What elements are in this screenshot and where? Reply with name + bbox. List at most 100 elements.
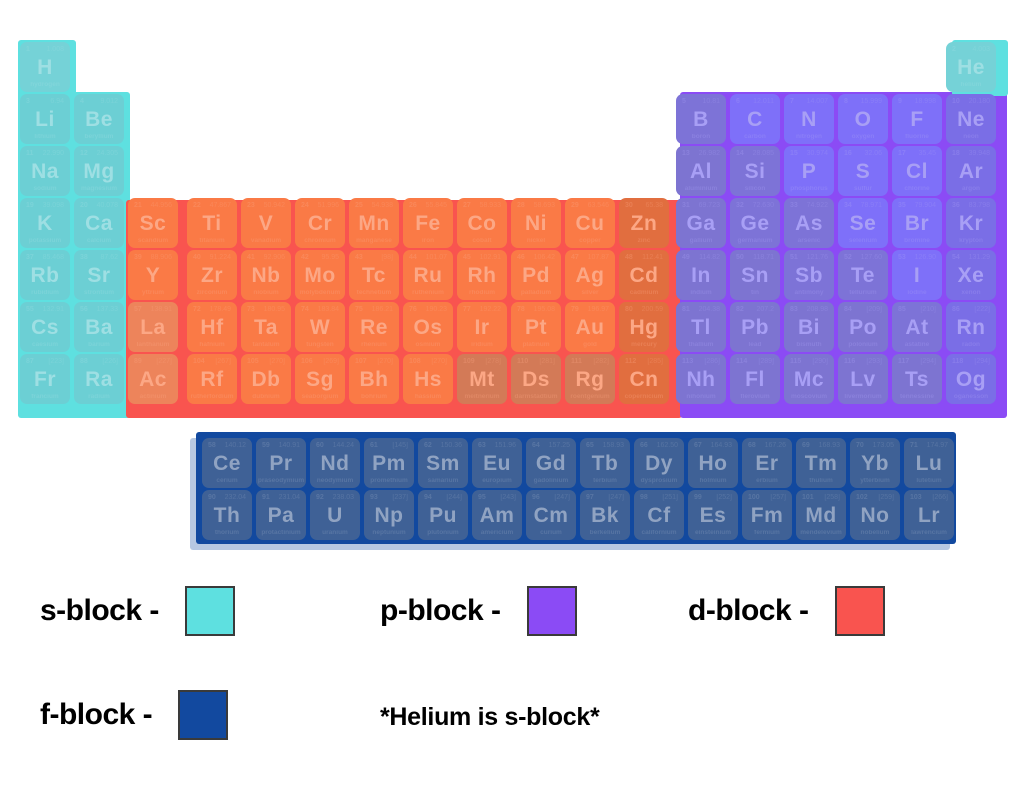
element-cell-og[interactable]: 118[294]Ogoganesson bbox=[946, 354, 996, 404]
element-cell-th[interactable]: 90232.04Ththorium bbox=[202, 490, 252, 540]
element-cell-cm[interactable]: 96[247]Cmcurium bbox=[526, 490, 576, 540]
element-cell-la[interactable]: 57138.91Lalanthanum bbox=[128, 302, 178, 352]
element-cell-am[interactable]: 95[243]Amamericium bbox=[472, 490, 522, 540]
element-cell-pa[interactable]: 91231.04Paprotactinium bbox=[256, 490, 306, 540]
element-cell-lr[interactable]: 103[266]Lrlawrencium bbox=[904, 490, 954, 540]
element-cell-tc[interactable]: 43[98]Tctechnetium bbox=[349, 250, 399, 300]
element-cell-cs[interactable]: 55132.91Cscaesium bbox=[20, 302, 70, 352]
element-cell-ac[interactable]: 89[227]Acactinium bbox=[128, 354, 178, 404]
element-cell-cr[interactable]: 2451.996Crchromium bbox=[295, 198, 345, 248]
element-cell-rf[interactable]: 104[267]Rfrutherfordium bbox=[187, 354, 237, 404]
element-cell-at[interactable]: 85[210]Atastatine bbox=[892, 302, 942, 352]
element-cell-zr[interactable]: 4091.224Zrzirconium bbox=[187, 250, 237, 300]
element-cell-co[interactable]: 2758.933Cocobalt bbox=[457, 198, 507, 248]
element-cell-bh[interactable]: 107[270]Bhbohrium bbox=[349, 354, 399, 404]
element-cell-n[interactable]: 714.007Nnitrogen bbox=[784, 94, 834, 144]
element-cell-f[interactable]: 918.998Ffluorine bbox=[892, 94, 942, 144]
element-cell-hf[interactable]: 72178.49Hfhafnium bbox=[187, 302, 237, 352]
element-cell-ru[interactable]: 44101.07Ruruthenium bbox=[403, 250, 453, 300]
element-cell-rh[interactable]: 45102.91Rhrhodium bbox=[457, 250, 507, 300]
element-cell-rn[interactable]: 86[222]Rnradon bbox=[946, 302, 996, 352]
element-cell-ra[interactable]: 88[226]Raradium bbox=[74, 354, 124, 404]
element-cell-lu[interactable]: 71174.97Lulutetium bbox=[904, 438, 954, 488]
element-cell-fe[interactable]: 2655.845Feiron bbox=[403, 198, 453, 248]
element-cell-cd[interactable]: 48112.41Cdcadmium bbox=[619, 250, 669, 300]
element-cell-o[interactable]: 815.999Ooxygen bbox=[838, 94, 888, 144]
element-cell-ca[interactable]: 2040.078Cacalcium bbox=[74, 198, 124, 248]
element-cell-ba[interactable]: 56137.33Babarium bbox=[74, 302, 124, 352]
element-cell-rb[interactable]: 3785.468Rbrubidium bbox=[20, 250, 70, 300]
element-cell-au[interactable]: 79196.97Augold bbox=[565, 302, 615, 352]
element-cell-k[interactable]: 1939.098Kpotassium bbox=[20, 198, 70, 248]
element-cell-li[interactable]: 36.94Lilithium bbox=[20, 94, 70, 144]
element-cell-ds[interactable]: 110[281]Dsdarmstadtium bbox=[511, 354, 561, 404]
element-cell-gd[interactable]: 64157.25Gdgadolinium bbox=[526, 438, 576, 488]
element-cell-zn[interactable]: 3065.38Znzinc bbox=[619, 198, 669, 248]
element-cell-mc[interactable]: 115[290]Mcmoscovium bbox=[784, 354, 834, 404]
element-cell-w[interactable]: 74183.84Wtungsten bbox=[295, 302, 345, 352]
element-cell-tb[interactable]: 65158.93Tbterbium bbox=[580, 438, 630, 488]
element-cell-nd[interactable]: 60144.24Ndneodymium bbox=[310, 438, 360, 488]
element-cell-b[interactable]: 510.81Bboron bbox=[676, 94, 726, 144]
element-cell-al[interactable]: 1326.982Alaluminium bbox=[676, 146, 726, 196]
element-cell-ni[interactable]: 2858.693Ninickel bbox=[511, 198, 561, 248]
element-cell-ti[interactable]: 2247.867Tititanium bbox=[187, 198, 237, 248]
element-cell-i[interactable]: 53126.90Iiodine bbox=[892, 250, 942, 300]
element-cell-yb[interactable]: 70173.05Ybytterbium bbox=[850, 438, 900, 488]
element-cell-fm[interactable]: 100[257]Fmfermium bbox=[742, 490, 792, 540]
element-cell-se[interactable]: 3478.971Seselenium bbox=[838, 198, 888, 248]
element-cell-pu[interactable]: 94[244]Puplutonium bbox=[418, 490, 468, 540]
element-cell-sb[interactable]: 51121.76Sbantimony bbox=[784, 250, 834, 300]
element-cell-pd[interactable]: 46106.42Pdpalladium bbox=[511, 250, 561, 300]
element-cell-po[interactable]: 84[209]Popolonium bbox=[838, 302, 888, 352]
element-cell-tl[interactable]: 81204.38Tlthallium bbox=[676, 302, 726, 352]
element-cell-v[interactable]: 2350.942Vvanadium bbox=[241, 198, 291, 248]
element-cell-pr[interactable]: 59140.91Prpraseodymium bbox=[256, 438, 306, 488]
element-cell-ho[interactable]: 67164.93Hoholmium bbox=[688, 438, 738, 488]
element-cell-tm[interactable]: 69168.93Tmthulium bbox=[796, 438, 846, 488]
element-cell-te[interactable]: 52127.60Tetellurium bbox=[838, 250, 888, 300]
element-cell-kr[interactable]: 3683.798Krkrypton bbox=[946, 198, 996, 248]
element-cell-in[interactable]: 49114.82Inindium bbox=[676, 250, 726, 300]
element-cell-dy[interactable]: 66162.50Dydysprosium bbox=[634, 438, 684, 488]
element-cell-be[interactable]: 49.012Beberyllium bbox=[74, 94, 124, 144]
element-cell-no[interactable]: 102[259]Nonobelium bbox=[850, 490, 900, 540]
element-cell-he[interactable]: 24.003Hehelium bbox=[946, 42, 996, 92]
element-cell-cn[interactable]: 112[285]Cncopernicium bbox=[619, 354, 669, 404]
element-cell-ne[interactable]: 1020.180Neneon bbox=[946, 94, 996, 144]
element-cell-np[interactable]: 93[237]Npneptunium bbox=[364, 490, 414, 540]
element-cell-fr[interactable]: 87[223]Frfrancium bbox=[20, 354, 70, 404]
element-cell-xe[interactable]: 54131.29Xexenon bbox=[946, 250, 996, 300]
element-cell-es[interactable]: 99[252]Eseinsteinium bbox=[688, 490, 738, 540]
element-cell-lv[interactable]: 116[293]Lvlivermorium bbox=[838, 354, 888, 404]
element-cell-hg[interactable]: 80200.59Hgmercury bbox=[619, 302, 669, 352]
element-cell-re[interactable]: 75186.21Rerhenium bbox=[349, 302, 399, 352]
element-cell-si[interactable]: 1428.085Sisilicon bbox=[730, 146, 780, 196]
element-cell-rg[interactable]: 111[282]Rgroentgenium bbox=[565, 354, 615, 404]
element-cell-mt[interactable]: 109[278]Mtmeitnerium bbox=[457, 354, 507, 404]
element-cell-s[interactable]: 1632.06Ssulfur bbox=[838, 146, 888, 196]
element-cell-cl[interactable]: 1735.45Clchlorine bbox=[892, 146, 942, 196]
element-cell-ga[interactable]: 3169.723Gagallium bbox=[676, 198, 726, 248]
element-cell-sc[interactable]: 2144.956Scscandium bbox=[128, 198, 178, 248]
element-cell-c[interactable]: 612.011Ccarbon bbox=[730, 94, 780, 144]
element-cell-p[interactable]: 1530.974Pphosphorus bbox=[784, 146, 834, 196]
element-cell-ir[interactable]: 77192.22Iriridium bbox=[457, 302, 507, 352]
element-cell-sr[interactable]: 3887.62Srstrontium bbox=[74, 250, 124, 300]
element-cell-fl[interactable]: 114[289]Flflerovium bbox=[730, 354, 780, 404]
element-cell-ta[interactable]: 73180.95Tatantalum bbox=[241, 302, 291, 352]
element-cell-nb[interactable]: 4192.906Nbniobium bbox=[241, 250, 291, 300]
element-cell-ar[interactable]: 1839.948Arargon bbox=[946, 146, 996, 196]
element-cell-ce[interactable]: 58140.12Cecerium bbox=[202, 438, 252, 488]
element-cell-h[interactable]: 11.008Hhydrogen bbox=[20, 42, 70, 92]
element-cell-bk[interactable]: 97[247]Bkberkelium bbox=[580, 490, 630, 540]
element-cell-sn[interactable]: 50118.71Sntin bbox=[730, 250, 780, 300]
element-cell-cf[interactable]: 98[251]Cfcalifornium bbox=[634, 490, 684, 540]
element-cell-ge[interactable]: 3272.630Gegermanium bbox=[730, 198, 780, 248]
element-cell-y[interactable]: 3988.906Yyttrium bbox=[128, 250, 178, 300]
element-cell-cu[interactable]: 2963.546Cucopper bbox=[565, 198, 615, 248]
element-cell-hs[interactable]: 108[270]Hshassium bbox=[403, 354, 453, 404]
element-cell-bi[interactable]: 83208.98Bibismuth bbox=[784, 302, 834, 352]
element-cell-u[interactable]: 92238.03Uuranium bbox=[310, 490, 360, 540]
element-cell-mo[interactable]: 4295.95Momolybdenum bbox=[295, 250, 345, 300]
